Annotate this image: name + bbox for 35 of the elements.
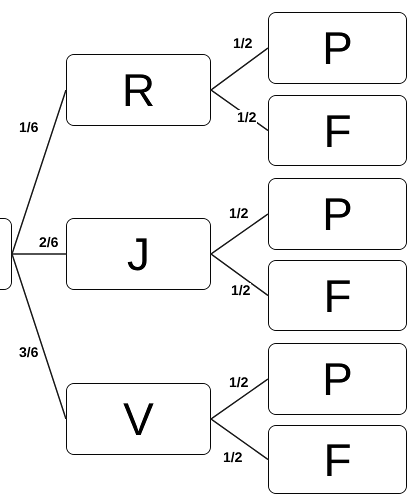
edge-label: 1/2 [228,206,250,222]
node-label: P [322,191,353,237]
edge-label: 1/6 [18,120,40,136]
edge-label: 1/2 [228,375,250,390]
node-label: F [323,272,352,318]
edge-label: 1/2 [232,36,254,52]
edge-label: 1/2 [222,450,244,466]
outcome-box [66,54,211,126]
branch-line [210,213,268,255]
edge-label: 1/2 [236,110,258,126]
node-label: J [127,231,150,277]
outcome-box [268,178,407,250]
branch-line [11,254,67,420]
branch-line [11,90,67,254]
branch-line [12,253,66,255]
outcome-box [268,95,407,166]
branch-line [210,418,268,460]
node-label: R [122,67,156,113]
outcome-box [268,260,407,331]
branch-line [210,47,268,91]
edge-label: 2/6 [38,235,60,250]
edge-label: 3/6 [18,345,40,360]
node-label: F [323,436,352,482]
edge-label: 1/2 [230,283,252,298]
node-label: P [322,25,353,71]
node-label: V [123,396,154,442]
node-label: P [322,356,353,402]
node-label: F [323,108,352,154]
branch-line [210,253,268,296]
outcome-box [66,383,211,455]
outcome-box [66,218,211,290]
outcome-box [268,425,407,494]
branch-line [210,378,268,420]
outcome-box [268,343,407,415]
outcome-box [268,12,407,84]
